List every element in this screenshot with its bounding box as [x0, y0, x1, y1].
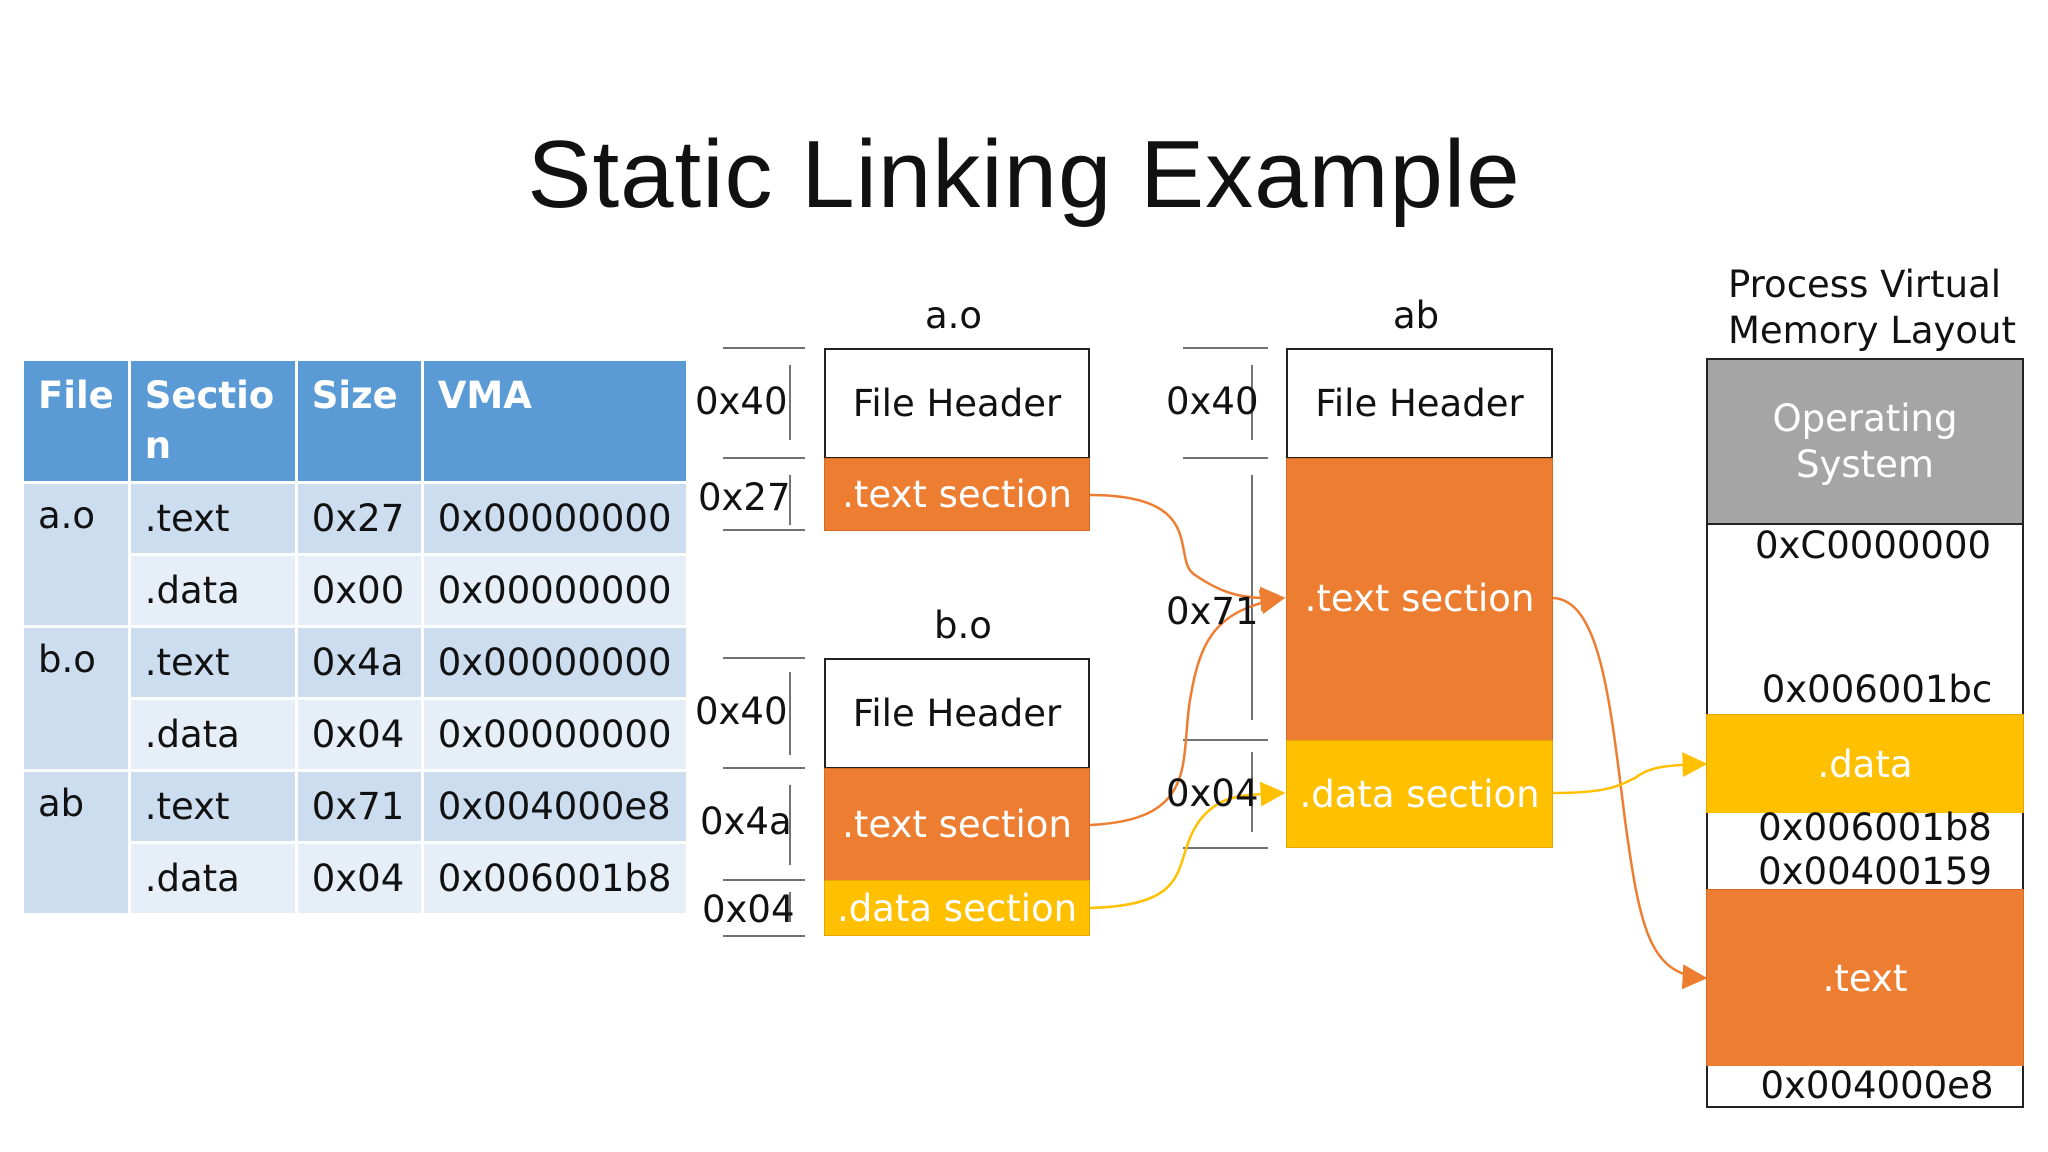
ab-title: ab	[1393, 294, 1440, 337]
vm-os-line1: Operating	[1772, 396, 1958, 440]
section-cell: .data	[130, 700, 295, 769]
table-row: b.o .text 0x4a 0x00000000	[24, 628, 686, 769]
col-header-file: File	[24, 361, 128, 481]
size-cell: 0x04	[297, 844, 421, 913]
ab-text-size: 0x71	[1166, 590, 1259, 633]
ab-data-section: .data section	[1286, 740, 1553, 848]
file-cell: a.o	[24, 484, 128, 625]
vm-free-region-middle	[1706, 813, 2024, 890]
bo-header-size: 0x40	[695, 690, 788, 733]
file-cell: b.o	[24, 628, 128, 769]
vm-free-region-upper	[1706, 525, 2024, 715]
bo-file-header: File Header	[824, 658, 1090, 769]
section-cell: .text	[130, 484, 295, 553]
vma-cell: 0x006001b8	[423, 844, 686, 913]
ab-text-section: .text section	[1286, 458, 1553, 741]
ao-text-section: .text section	[824, 458, 1090, 531]
table-row: .data 0x04 0x00000000	[24, 700, 686, 769]
section-cell: .text	[130, 628, 295, 697]
vm-operating-system: Operating System	[1706, 358, 2024, 525]
file-cell: ab	[24, 772, 128, 913]
vma-cell: 0x004000e8	[423, 772, 686, 841]
arrow-bo-data-to-ab-data	[1089, 781, 1286, 910]
bo-text-size: 0x4a	[700, 800, 792, 843]
table-row: a.o .text 0x27 0x00000000	[24, 484, 686, 625]
vm-data-segment: .data	[1706, 714, 2024, 814]
vm-addr-text-end: 0x00400159	[1758, 850, 1992, 893]
ab-header-size: 0x40	[1166, 380, 1259, 423]
table-row: .data 0x04 0x006001b8	[24, 844, 686, 913]
section-cell: .data	[130, 556, 295, 625]
section-cell: .data	[130, 844, 295, 913]
section-cell: .text	[130, 772, 295, 841]
vm-title-line1: Process Virtual	[1728, 263, 2002, 306]
bo-size-brackets	[723, 657, 805, 937]
vm-bottom-cell	[1706, 1066, 2024, 1108]
vm-text-segment: .text	[1706, 889, 2024, 1067]
vm-os-line2: System	[1796, 442, 1934, 486]
arrow-bo-text-to-ab-text	[1089, 589, 1286, 827]
slide-title: Static Linking Example	[527, 121, 1521, 228]
ao-header-size: 0x40	[695, 380, 788, 423]
col-header-size: Size	[297, 361, 421, 481]
table-row: .data 0x00 0x00000000	[24, 556, 686, 625]
vma-cell: 0x00000000	[423, 628, 686, 697]
vm-title-line2: Memory Layout	[1728, 309, 2017, 352]
size-cell: 0x4a	[297, 628, 421, 697]
size-cell: 0x04	[297, 700, 421, 769]
vm-addr-data-start: 0x006001b8	[1758, 806, 1992, 849]
vm-addr-data-end: 0x006001bc	[1761, 668, 1993, 711]
vma-cell: 0x00000000	[423, 556, 686, 625]
bo-text-section: .text section	[824, 768, 1090, 881]
ab-data-size: 0x04	[1166, 772, 1259, 815]
vm-addr-text-start: 0x004000e8	[1760, 1064, 1994, 1107]
ao-size-brackets	[723, 347, 805, 531]
ab-file-header: File Header	[1286, 348, 1553, 459]
ao-text-size: 0x27	[698, 476, 791, 519]
ao-title: a.o	[925, 294, 983, 337]
size-cell: 0x71	[297, 772, 421, 841]
arrow-ao-text-to-ab-text	[1089, 493, 1286, 612]
arrow-ab-text-to-vm-text	[1552, 596, 1708, 990]
vma-cell: 0x00000000	[423, 700, 686, 769]
vm-addr-os: 0xC0000000	[1754, 524, 1992, 567]
bo-data-size: 0x04	[702, 888, 795, 931]
col-header-vma: VMA	[423, 361, 686, 481]
size-cell: 0x00	[297, 556, 421, 625]
vm-title: Process Virtual Memory Layout	[1728, 262, 2017, 354]
bo-data-section: .data section	[824, 880, 1090, 936]
vma-cell: 0x00000000	[423, 484, 686, 553]
table-row: ab .text 0x71 0x004000e8	[24, 772, 686, 913]
bo-title: b.o	[934, 604, 992, 647]
size-cell: 0x27	[297, 484, 421, 553]
ao-file-header: File Header	[824, 348, 1090, 459]
ab-size-brackets	[1183, 347, 1268, 849]
arrow-ab-data-to-vm-data	[1552, 752, 1708, 795]
